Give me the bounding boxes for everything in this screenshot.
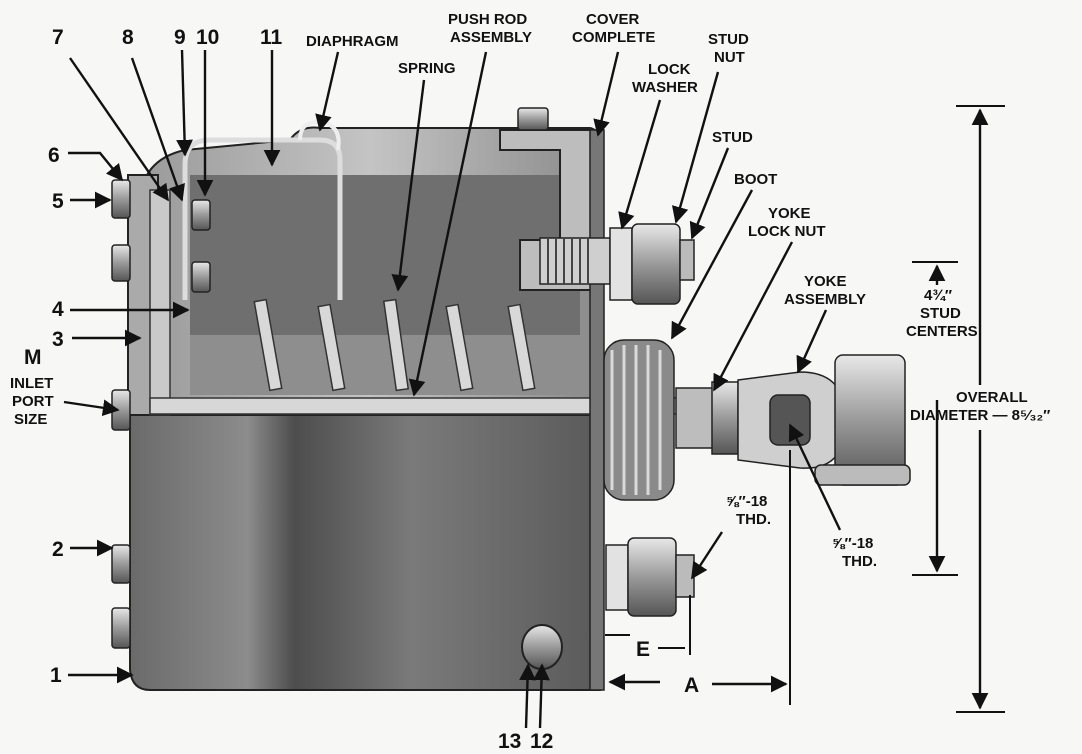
arrow-8: [130, 57, 185, 202]
lower-stud: [605, 537, 695, 617]
label-11: 11: [260, 26, 283, 49]
upper-stud: [539, 223, 695, 305]
leader-lines: [63, 49, 842, 729]
label-push-rod-2: ASSEMBLY: [450, 29, 532, 46]
label-yoke-lock-nut-2: LOCK NUT: [748, 223, 826, 240]
arrow-lock-washer: [618, 99, 662, 230]
label-thread-upper-1: ⅝″-18: [726, 493, 767, 510]
arrow-spring: [391, 79, 426, 292]
label-thread-upper-2: THD.: [736, 511, 771, 528]
dimension-lines: [605, 105, 1005, 713]
arrow-diaphragm: [315, 51, 340, 132]
label-stud-centers-1: 4¾″: [924, 287, 952, 304]
clamp-bolts: [111, 107, 549, 649]
label-lock-washer-1: LOCK: [648, 61, 691, 78]
arrow-7: [69, 57, 169, 202]
arrow-thread-upper: [690, 531, 724, 580]
label-8: 8: [122, 26, 134, 49]
arrow-6: [68, 151, 124, 182]
label-spring: SPRING: [398, 60, 456, 77]
arrow-cover: [593, 51, 620, 137]
label-overall-1: OVERALL: [956, 389, 1028, 406]
arrow-yoke-lock-nut: [712, 241, 794, 392]
arrow-13: [519, 663, 536, 729]
label-cover-1: COVER: [586, 11, 640, 28]
arrow-stud-nut: [671, 71, 720, 224]
arrow-stud: [689, 147, 730, 240]
label-thread-lower-1: ⅝″-18: [832, 535, 873, 552]
arrow-push-rod: [408, 51, 488, 397]
label-push-rod-1: PUSH ROD: [448, 11, 527, 28]
label-stud: STUD: [712, 129, 753, 146]
label-thread-lower-2: THD.: [842, 553, 877, 570]
label-stud-nut-2: NUT: [714, 49, 745, 66]
label-10: 10: [196, 26, 219, 49]
label-yoke-lock-nut-1: YOKE: [768, 205, 811, 222]
chamber-body: [127, 119, 691, 691]
label-13: 13: [498, 730, 521, 753]
arrow-yoke-assembly: [796, 309, 828, 374]
label-diaphragm: DIAPHRAGM: [306, 33, 399, 50]
label-cover-2: COMPLETE: [572, 29, 655, 46]
label-4: 4: [52, 298, 64, 321]
label-9: 9: [174, 26, 186, 49]
arrow-9: [176, 49, 193, 157]
label-6: 6: [48, 144, 60, 167]
label-7: 7: [52, 26, 64, 49]
arrow-inlet: [63, 399, 120, 417]
label-e: E: [636, 638, 650, 661]
label-inlet-2: PORT: [12, 393, 54, 410]
label-stud-nut-1: STUD: [708, 31, 749, 48]
label-yoke-assembly-1: YOKE: [804, 273, 847, 290]
label-yoke-assembly-2: ASSEMBLY: [784, 291, 866, 308]
boot-bellows: [603, 339, 675, 501]
label-inlet-1: INLET: [10, 375, 53, 392]
label-a: A: [684, 674, 699, 697]
arrow-boot: [670, 189, 754, 340]
label-overall-2: DIAMETER — 8⁵⁄₃₂″: [910, 407, 1050, 424]
label-stud-centers-2: STUD: [920, 305, 961, 322]
arrow-12: [533, 663, 550, 729]
label-5: 5: [52, 190, 64, 213]
label-3: 3: [52, 328, 64, 351]
label-boot: BOOT: [734, 171, 777, 188]
label-m: M: [24, 346, 42, 369]
label-lock-washer-2: WASHER: [632, 79, 698, 96]
arrow-thread-lower: [788, 423, 842, 531]
callouts: 1 2 3 4 5 6 7 8 9 10 11 13 12 M INLET PO…: [10, 11, 1050, 753]
yoke-assembly-shape: [675, 354, 911, 486]
label-1: 1: [50, 664, 62, 687]
label-2: 2: [52, 538, 64, 561]
label-stud-centers-3: CENTERS: [906, 323, 978, 340]
label-12: 12: [530, 730, 553, 753]
label-inlet-3: SIZE: [14, 411, 47, 428]
